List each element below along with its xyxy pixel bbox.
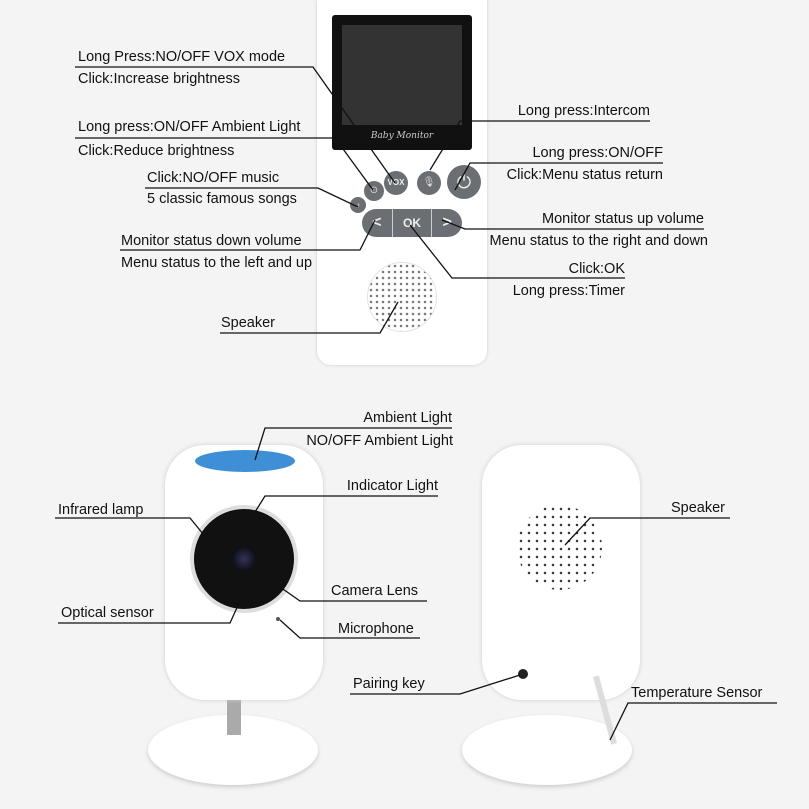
vox-label: VOX [387,178,405,187]
optical-label: Optical sensor [61,605,154,621]
camera-front [145,445,325,795]
right-label-2: Menu status to the right and down [489,233,708,249]
right-label-1: Monitor status up volume [542,211,704,227]
power-label-1: Long press:ON/OFF [532,145,663,161]
lens-label: Camera Lens [331,583,419,599]
speaker-grille [517,505,602,590]
pairing-label: Pairing key [353,676,425,692]
ok-label-2: Long press:Timer [512,283,625,299]
power-label-2: Click:Menu status return [506,167,663,183]
light-label-2: Click:Reduce brightness [78,143,235,159]
vox-button[interactable]: VOX [384,171,408,195]
microphone-hole [276,617,280,621]
ok-label-1: Click:OK [568,261,625,277]
brand-logo: Baby Monitor [370,131,434,141]
music-label-2: 5 classic famous songs [147,191,297,207]
ambient-light [195,450,295,472]
vox-label-2: Click:Increase brightness [78,71,240,87]
music-label-1: Click:NO/OFF music [147,170,280,186]
ambient-label-2: NO/OFF Ambient Light [306,433,453,449]
power-button[interactable]: ⏻ [447,165,481,199]
left-label-1: Monitor status down volume [121,233,302,249]
mic-label: Microphone [338,621,414,637]
speaker-label: Speaker [221,315,276,331]
camera-stand-base [462,715,632,785]
lens-ring [190,505,298,613]
back-speaker-label: Speaker [671,500,726,516]
intercom-label: Long press:Intercom [517,103,650,119]
ok-label: OK [403,216,421,230]
left-button[interactable]: < [362,209,393,237]
temp-label: Temperature Sensor [631,685,763,701]
ok-button[interactable]: OK [393,209,432,237]
indicator-label: Indicator Light [346,478,438,494]
camera-lens [232,547,256,571]
vox-label-1: Long Press:NO/OFF VOX mode [78,49,286,65]
camera-back [462,445,642,795]
left-label-2: Menu status to the left and up [121,255,313,271]
music-button[interactable]: ♪ [350,197,366,213]
light-button[interactable]: ⊙ [364,181,384,201]
intercom-button[interactable]: 🎙 [417,171,441,195]
pairing-key[interactable] [518,669,528,679]
light-label-1: Long press:ON/OFF Ambient Light [78,119,301,135]
infrared-label: Infrared lamp [58,502,144,518]
ambient-label-1: Ambient Light [363,410,452,426]
speaker-grille [367,262,437,332]
